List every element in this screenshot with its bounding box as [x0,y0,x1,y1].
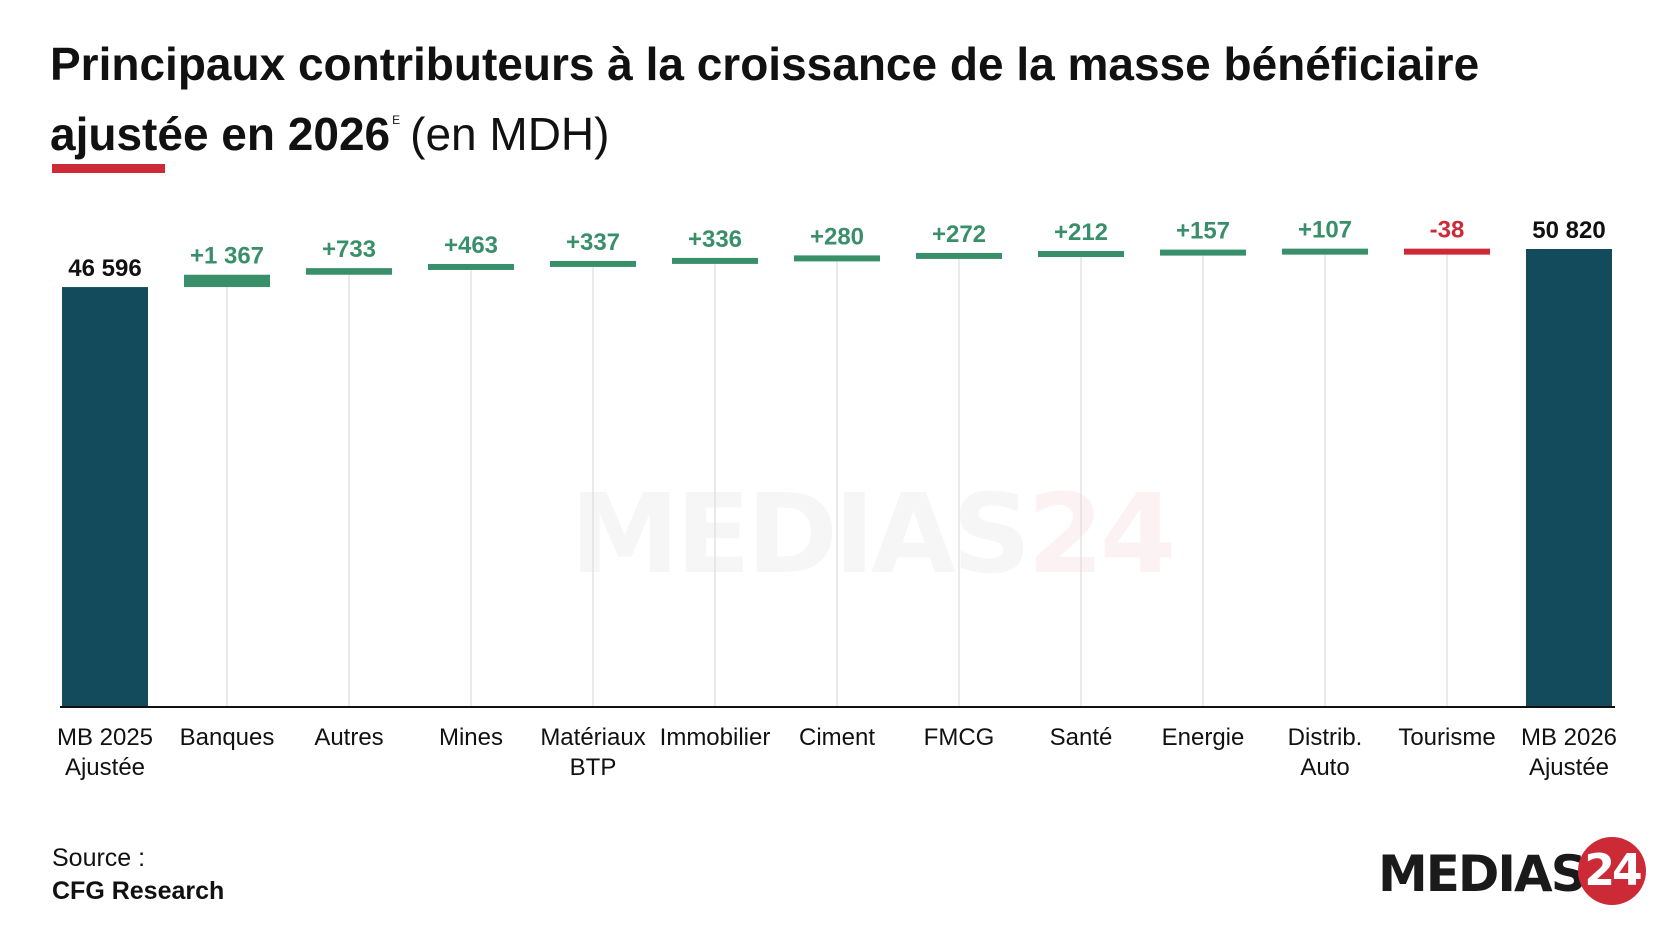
source-name: CFG Research [52,877,225,905]
category-label: Ciment [799,724,875,751]
chart-title: Principaux contributeurs à la croissance… [50,36,1630,162]
data-label: 50 820 [1532,217,1605,244]
category-label: Santé [1050,724,1113,751]
waterfall-bar [306,268,392,275]
category-label: FMCG [924,724,995,751]
data-label: +107 [1298,217,1352,244]
data-label: +337 [566,229,620,256]
source-label: Source : [52,844,146,872]
category-label: Banques [180,724,275,751]
waterfall-bar [62,287,148,707]
data-label: 46 596 [68,255,141,282]
data-label: +733 [322,236,376,263]
waterfall-bar [1282,248,1368,255]
category-label: Immobilier [660,724,771,751]
data-label: +280 [810,223,864,250]
chart-title-superscript: E [392,113,401,127]
data-label: +336 [688,226,742,253]
waterfall-bar [672,257,758,264]
data-label: +212 [1054,219,1108,246]
waterfall-bar [1526,249,1612,707]
waterfall-bar [916,252,1002,259]
medias24-logo: MEDIAS 24 [1378,837,1646,907]
category-label: Energie [1162,724,1245,751]
data-label: -38 [1430,217,1465,244]
data-label: +157 [1176,218,1230,245]
logo-text: MEDIAS [1378,845,1587,903]
waterfall-bar [550,260,636,267]
waterfall-bar [1038,251,1124,258]
waterfall-bar [428,263,514,270]
data-label: +463 [444,232,498,259]
category-label: Mines [439,724,503,751]
source-note: Source : CFG Research [52,842,224,908]
category-label: Tourisme [1398,724,1495,751]
waterfall-bar [794,255,880,262]
category-label: Distrib.Auto [1288,724,1363,781]
waterfall-bar [1160,249,1246,256]
data-label: +1 367 [190,243,264,270]
waterfall-bar [1404,248,1490,255]
waterfall-chart: 46 596 +1 367 +733 +463 +337 +336 +280 +272 +212… [57,217,1617,781]
chart-title-main: Principaux contributeurs à la croissance… [50,38,1480,160]
category-label: Autres [314,724,383,751]
chart-title-unit: (en MDH) [410,108,610,160]
logo-number-badge: 24 [1578,837,1646,905]
title-accent-bar [52,164,165,173]
waterfall-bar [184,274,270,288]
data-label: +272 [932,221,986,248]
